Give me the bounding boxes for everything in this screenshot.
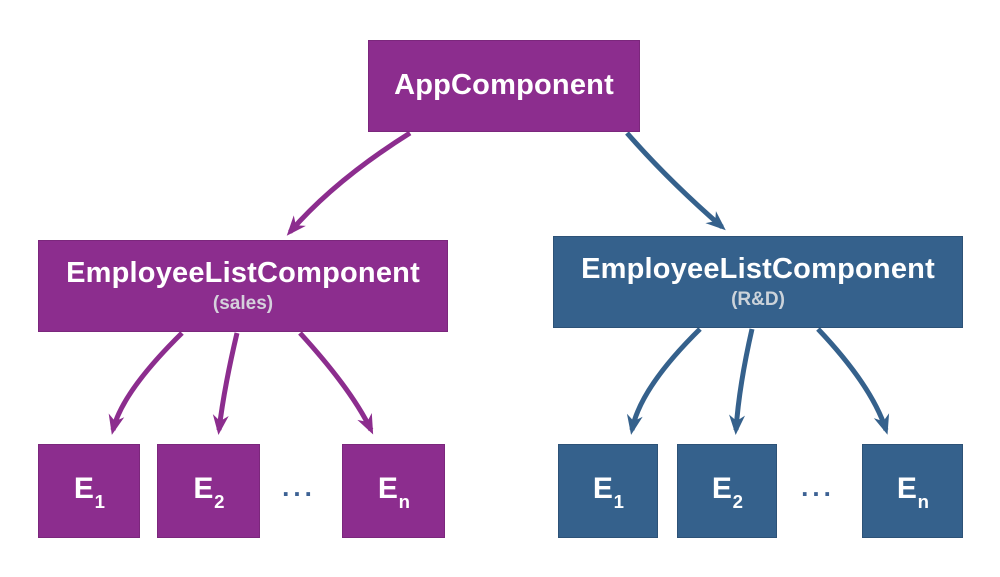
sales-en-sub: n [398, 490, 410, 512]
rd-en-label: En [896, 472, 929, 512]
rd-e2-sub: 2 [732, 490, 743, 512]
rd-e2-label: E2 [711, 472, 743, 512]
node-sales-en: En [342, 444, 445, 538]
rd-en-sub: n [917, 490, 929, 512]
arrow-app-to-sales-list [286, 130, 412, 236]
arrow-sales-to-e1 [108, 331, 184, 435]
node-sales-e1: E1 [38, 444, 140, 538]
node-employeelist-sales: EmployeeListComponent (sales) [38, 240, 448, 332]
sales-e1-base: E [73, 472, 94, 506]
sales-e2-base: E [193, 472, 214, 506]
sales-en-label: En [377, 472, 410, 512]
sales-ellipsis: ... [282, 472, 316, 502]
sales-e2-label: E2 [193, 472, 225, 512]
node-rd-e1: E1 [558, 444, 658, 538]
rd-e1-base: E [592, 472, 613, 506]
node-employeelist-rd: EmployeeListComponent (R&D) [553, 236, 963, 328]
arrow-rd-to-e2 [729, 328, 755, 435]
sales-e1-sub: 1 [94, 490, 105, 512]
node-rd-e2: E2 [677, 444, 777, 538]
employeelist-sales-subtitle: (sales) [212, 292, 274, 314]
arrow-rd-to-en [816, 327, 890, 435]
node-sales-e2: E2 [157, 444, 260, 538]
arrow-sales-to-en [298, 331, 374, 435]
node-rd-en: En [862, 444, 963, 538]
employeelist-rd-title: EmployeeListComponent [581, 253, 935, 286]
arrow-app-to-rd-list [625, 131, 726, 231]
sales-e1-label: E1 [73, 472, 105, 512]
rd-en-base: E [896, 472, 917, 506]
node-appcomponent: AppComponent [368, 40, 640, 132]
rd-e1-sub: 1 [613, 490, 624, 512]
rd-e2-base: E [711, 472, 732, 506]
arrow-sales-to-e2 [212, 332, 240, 435]
sales-e2-sub: 2 [214, 490, 225, 512]
arrow-rd-to-e1 [626, 327, 702, 435]
employeelist-rd-subtitle: (R&D) [731, 288, 785, 310]
appcomponent-label: AppComponent [394, 69, 614, 102]
rd-ellipsis: ... [801, 472, 835, 502]
employeelist-sales-title: EmployeeListComponent [66, 257, 420, 290]
rd-e1-label: E1 [592, 472, 624, 512]
sales-en-base: E [377, 472, 398, 506]
